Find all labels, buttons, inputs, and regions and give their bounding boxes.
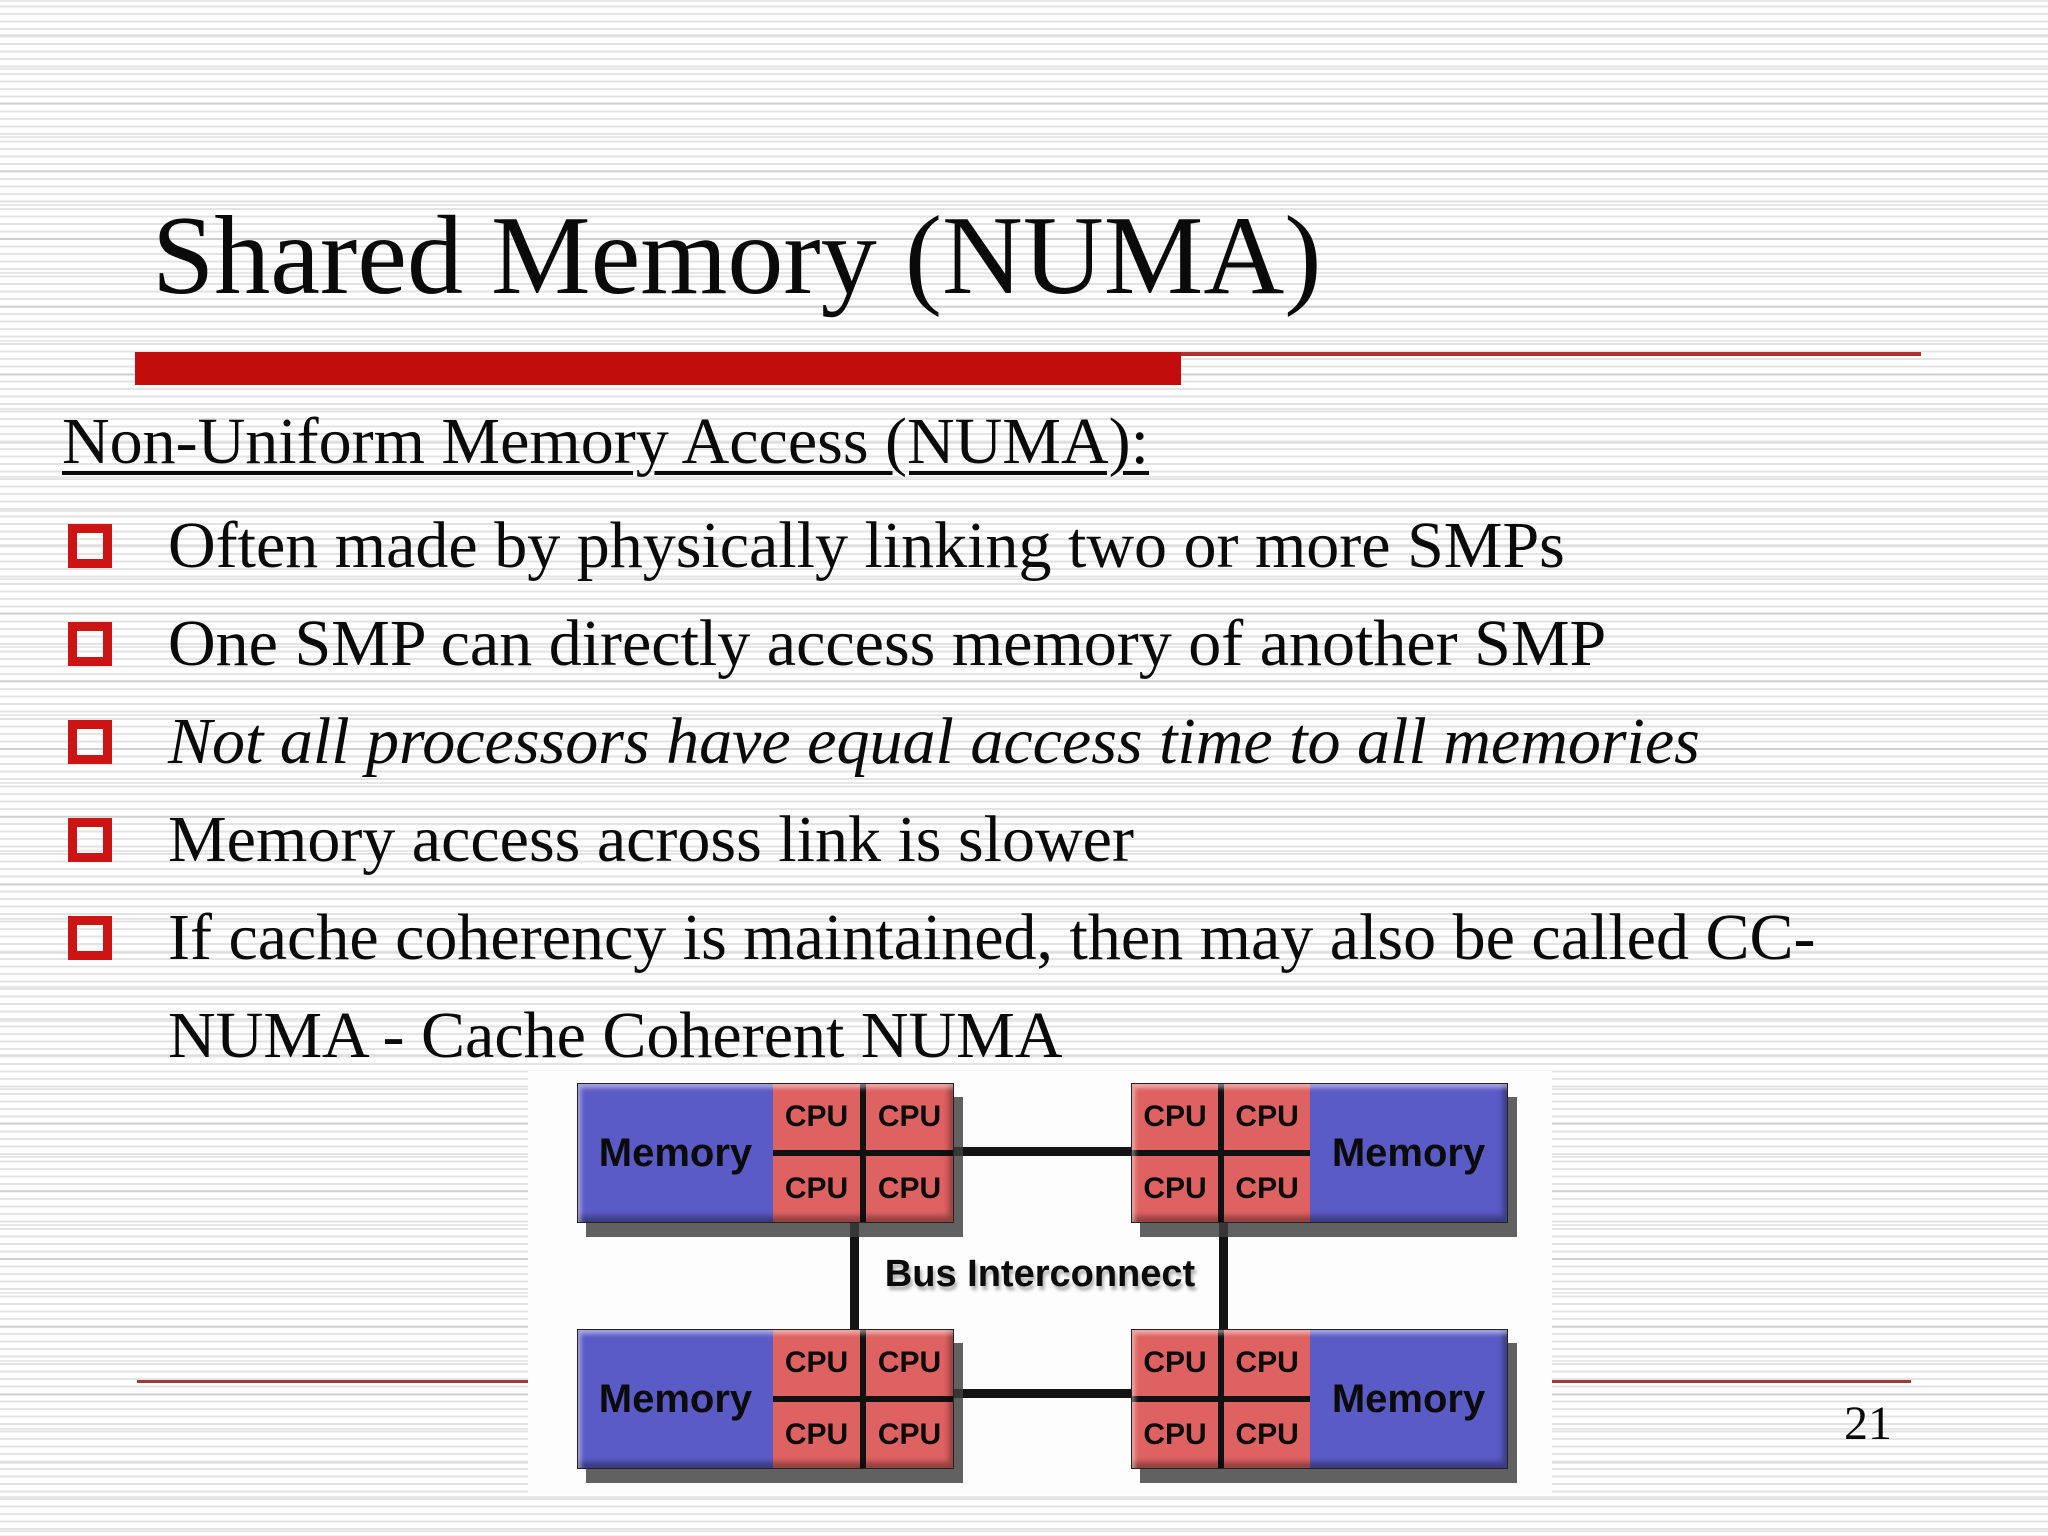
smp-node-top-right: CPU CPU CPU CPU Memory (1131, 1083, 1508, 1223)
cpu-cell: CPU (1221, 1399, 1311, 1468)
bullet-row: One SMP can directly access memory of an… (62, 595, 1982, 693)
cpu-grid: CPU CPU CPU CPU (1132, 1084, 1311, 1222)
cpu-cell: CPU (1132, 1153, 1222, 1222)
bullet-row: If cache coherency is maintained, then m… (62, 889, 1982, 987)
bus-link-vertical-right (1219, 1221, 1228, 1329)
cpu-grid: CPU CPU CPU CPU (773, 1330, 953, 1468)
cpu-cell: CPU (863, 1153, 953, 1222)
cpu-cell: CPU (773, 1330, 863, 1399)
cpu-cell: CPU (1132, 1399, 1222, 1468)
bus-link-horizontal-top (948, 1147, 1135, 1156)
bullet-row: Memory access across link is slower (62, 791, 1982, 889)
cpu-cell: CPU (863, 1399, 953, 1468)
bullet-square-icon (68, 622, 112, 666)
bullet-square-icon (68, 720, 112, 764)
bullet-continuation-row: NUMA - Cache Coherent NUMA (62, 987, 1982, 1085)
memory-block: Memory (1310, 1084, 1507, 1222)
bullet-text: Not all processors have equal access tim… (168, 705, 1700, 778)
bullet-square-icon (68, 916, 112, 960)
cpu-cell: CPU (1132, 1330, 1222, 1399)
cpu-cell: CPU (863, 1330, 953, 1399)
cpu-grid: CPU CPU CPU CPU (1132, 1330, 1311, 1468)
smp-node-top-left: Memory CPU CPU CPU CPU (577, 1083, 954, 1223)
numa-diagram: Memory CPU CPU CPU CPU CPU CPU CPU CPU M… (528, 1071, 1552, 1495)
bullet-text: One SMP can directly access memory of an… (168, 607, 1607, 680)
cpu-cell: CPU (1221, 1330, 1311, 1399)
bullet-row: Not all processors have equal access tim… (62, 693, 1982, 791)
bus-interconnect-label: Bus Interconnect (884, 1253, 1196, 1295)
title-rule-bar (135, 352, 1181, 385)
memory-block: Memory (1310, 1330, 1507, 1468)
cpu-cell: CPU (1221, 1084, 1311, 1153)
page-number: 21 (1844, 1397, 1892, 1450)
bullet-square-icon (68, 818, 112, 862)
smp-node-bottom-right: CPU CPU CPU CPU Memory (1131, 1329, 1508, 1469)
slide-title: Shared Memory (NUMA) (152, 194, 1322, 318)
section-heading: Non-Uniform Memory Access (NUMA): (62, 405, 1149, 478)
cpu-cell: CPU (773, 1153, 863, 1222)
bus-link-horizontal-bottom (948, 1389, 1135, 1398)
cpu-cell: CPU (1221, 1153, 1311, 1222)
memory-block: Memory (578, 1330, 773, 1468)
bullet-text: If cache coherency is maintained, then m… (168, 901, 1816, 974)
bullet-text: NUMA - Cache Coherent NUMA (168, 999, 1063, 1072)
memory-block: Memory (578, 1084, 773, 1222)
bullet-row: Often made by physically linking two or … (62, 497, 1982, 595)
bullet-text: Often made by physically linking two or … (168, 509, 1565, 582)
smp-node-bottom-left: Memory CPU CPU CPU CPU (577, 1329, 954, 1469)
cpu-cell: CPU (863, 1084, 953, 1153)
bullet-square-icon (68, 524, 112, 568)
bullet-list: Often made by physically linking two or … (62, 497, 1982, 1085)
cpu-cell: CPU (1132, 1084, 1222, 1153)
cpu-cell: CPU (773, 1084, 863, 1153)
cpu-cell: CPU (773, 1399, 863, 1468)
cpu-grid: CPU CPU CPU CPU (773, 1084, 953, 1222)
bullet-text: Memory access across link is slower (168, 803, 1134, 876)
bus-link-vertical-left (850, 1221, 859, 1329)
